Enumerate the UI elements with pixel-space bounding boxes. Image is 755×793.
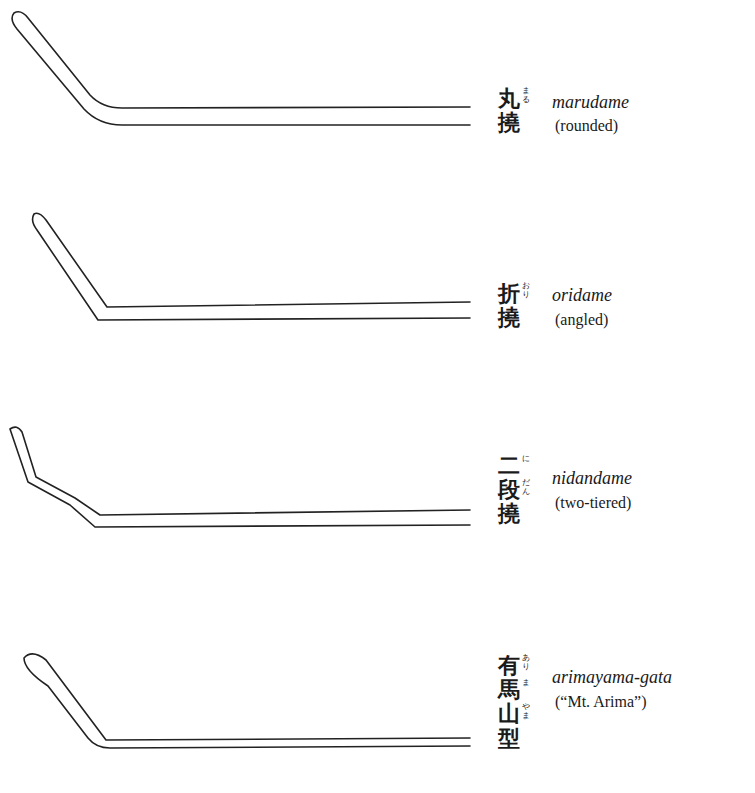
english-gloss: (“Mt. Arima”) (555, 693, 647, 711)
romaji-name: marudame (552, 92, 629, 113)
romaji-name: arimayama-gata (552, 667, 672, 688)
arimayama-gata-profile (24, 654, 470, 748)
nidandame-profile (10, 427, 470, 527)
kanji-name: 丸撓 (498, 86, 520, 134)
marudame-profile (12, 12, 470, 125)
furigana: まる (522, 87, 530, 105)
kanji-name: 有馬山型 (498, 653, 520, 750)
romaji-name: oridame (552, 285, 612, 306)
furigana: ま (522, 679, 530, 688)
furigana: あり (522, 654, 530, 672)
furigana: やま (522, 703, 530, 721)
kanji-name: 二段撓 (498, 453, 520, 526)
oridame-profile (33, 213, 470, 320)
english-gloss: (two-tiered) (555, 494, 631, 512)
english-gloss: (rounded) (555, 117, 618, 135)
furigana: おり (522, 282, 530, 300)
romaji-name: nidandame (552, 468, 632, 489)
furigana: だん (522, 479, 530, 497)
kanji-name: 折撓 (498, 281, 520, 329)
english-gloss: (angled) (555, 311, 608, 329)
furigana: に (522, 455, 530, 464)
